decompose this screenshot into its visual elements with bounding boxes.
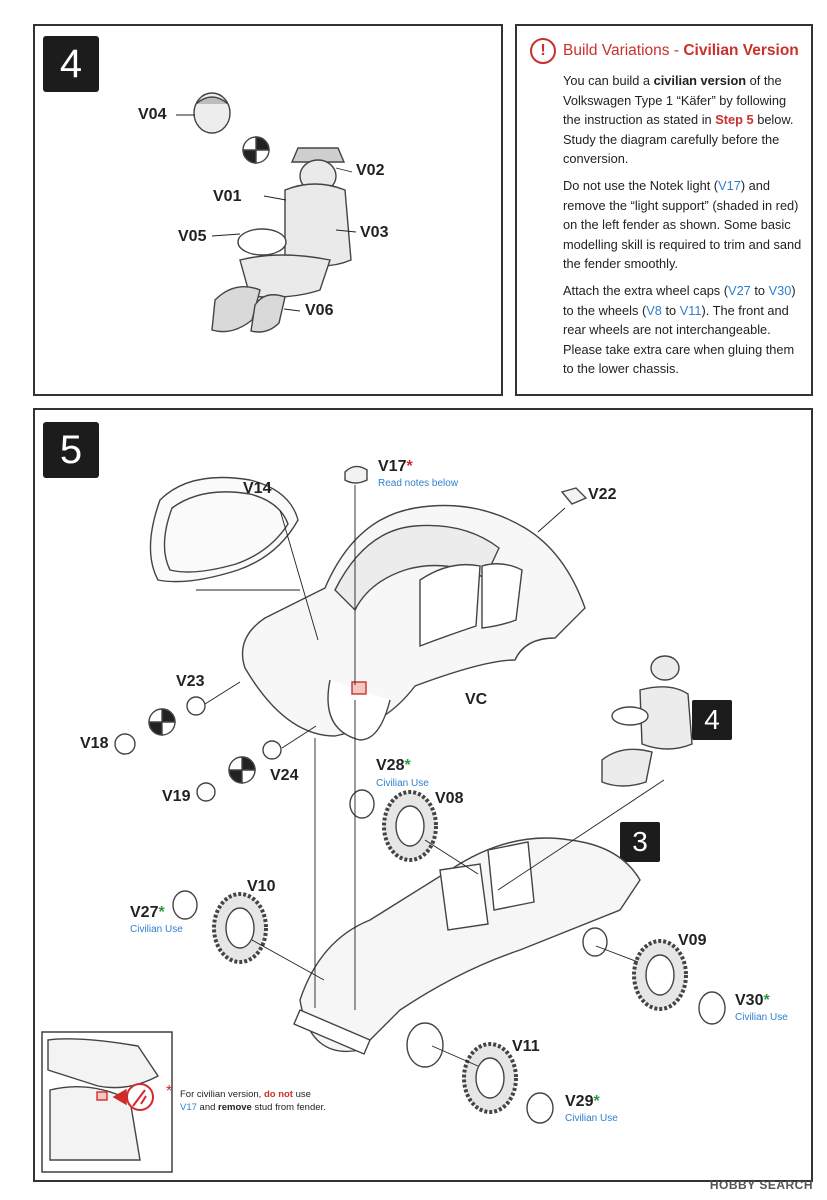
roundel-icon-left [148,708,176,736]
label-v28: V28* [376,757,411,774]
info-paragraph-1: You can build a civilian version of the … [563,73,794,166]
driver-figure-body [211,147,352,333]
civilian-use-v29: Civilian Use [565,1113,618,1124]
info-paragraph-2: Do not use the Notek light (V17) and rem… [563,178,802,271]
label-v30: V30* [735,992,770,1009]
headlight-rim-right-part [262,740,282,760]
label-v18: V18 [80,735,109,752]
civilian-footnote: * For civilian version, do not use V17 a… [166,1083,326,1114]
alert-icon: ! [530,38,556,64]
label-v22: V22 [588,486,617,503]
label-v01: V01 [213,188,242,205]
info-title: Build Variations - Civilian Version [563,42,799,59]
label-vc: VC [465,691,488,708]
step4-reference-badge: 4 [692,700,732,740]
civilian-use-v27: Civilian Use [130,924,183,935]
headlight-lens-right-part [196,782,216,802]
label-v06: V06 [305,302,334,319]
cut-tool-icon [126,1083,154,1111]
label-v17: V17* [378,458,413,475]
wheel-v10 [212,892,268,964]
step3-reference-badge: 3 [620,822,660,862]
label-v29: V29* [565,1093,600,1110]
headlight-rim-part [186,696,206,716]
front-hood-part [149,476,299,583]
wheel-cap-v30 [698,991,726,1025]
step5-badge: 5 [43,422,99,478]
detail-inset [41,1031,173,1173]
driver-figure-small [601,655,693,787]
info-panel [515,24,813,396]
label-v14: V14 [243,480,272,497]
car-body-shell [241,504,586,741]
label-v05: V05 [178,228,207,245]
lower-chassis [293,837,641,1068]
roundel-icon-right [228,756,256,784]
label-v24: V24 [270,767,299,784]
label-v04: V04 [138,106,167,123]
note-v17: Read notes below [378,478,459,489]
roundel-icon [242,136,270,164]
label-v08: V08 [435,790,464,807]
wheel-cap-v28 [349,789,375,819]
rear-plate-part [560,487,588,505]
info-paragraph-3: Attach the extra wheel caps (V27 to V30)… [563,283,796,376]
civilian-use-v28: Civilian Use [376,778,429,789]
wheel-v11 [462,1042,518,1114]
label-v23: V23 [176,673,205,690]
label-v02: V02 [356,162,385,179]
driver-figure-head [193,92,231,134]
wheel-v08 [382,790,438,862]
notek-light-part [344,465,368,484]
headlight-lens-part [114,733,136,755]
step4-panel [33,24,503,396]
wheel-v09 [632,939,688,1011]
label-v11: V11 [512,1038,540,1055]
wheel-cap-v29 [526,1092,554,1124]
label-v19: V19 [162,788,191,805]
label-v27: V27* [130,904,165,921]
civilian-use-v30: Civilian Use [735,1012,788,1023]
step4-badge: 4 [43,36,99,92]
label-v03: V03 [360,224,389,241]
label-v09: V09 [678,932,707,949]
wheel-cap-v27 [172,890,198,920]
watermark: HOBBY SEARCH [709,1178,813,1192]
label-v10: V10 [247,878,276,895]
